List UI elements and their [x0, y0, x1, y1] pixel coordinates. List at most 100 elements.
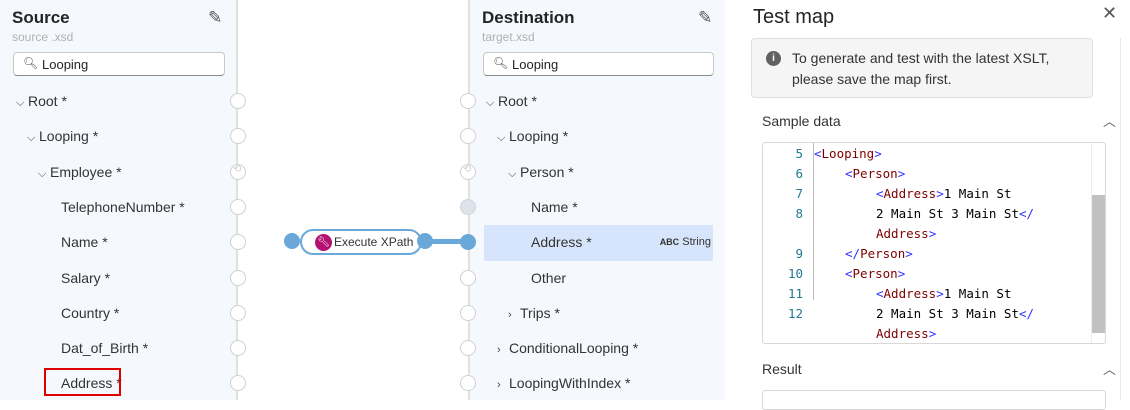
- code-line: <Person>: [845, 166, 906, 181]
- source-search-input[interactable]: 🔍︎Looping: [13, 52, 225, 76]
- connection-handle[interactable]: [230, 198, 246, 215]
- sample-data-editor[interactable]: 5678910111213 <Looping><Person><Address>…: [762, 142, 1106, 344]
- tree-item-label: LoopingWithIndex *: [509, 375, 631, 392]
- close-icon[interactable]: ✕: [1102, 3, 1118, 23]
- connection-handle[interactable]: [230, 234, 246, 251]
- connection-handle[interactable]: [230, 340, 246, 357]
- chevron-right-icon[interactable]: ›: [508, 308, 512, 321]
- tree-item[interactable]: ⌵Employee *: [38, 155, 122, 190]
- tree-item[interactable]: Other: [531, 261, 566, 296]
- destination-panel: Destination target.xsd ✎ 🔍︎Looping ⌵Root…: [460, 0, 725, 401]
- chevron-right-icon[interactable]: ›: [497, 379, 501, 392]
- line-number: 9: [795, 246, 803, 261]
- chevron-up-icon[interactable]: ︿: [1103, 114, 1117, 129]
- code-line: 2 Main St 3 Main St</: [876, 206, 1035, 221]
- tree-item-label: Salary *: [61, 269, 111, 286]
- connection-handle[interactable]: [460, 163, 476, 180]
- tree-item-label: ConditionalLooping *: [509, 340, 639, 357]
- tree-item[interactable]: Dat_of_Birth *: [61, 331, 148, 366]
- search-icon: 🔍︎: [493, 56, 509, 70]
- code-line: Address>: [876, 326, 937, 341]
- connection-handle[interactable]: [230, 304, 246, 321]
- sample-data-label[interactable]: Sample data: [762, 113, 841, 129]
- tree-item-label: Address *: [531, 234, 592, 251]
- tree-item[interactable]: Country *: [61, 296, 119, 331]
- function-input-handle[interactable]: [284, 233, 300, 249]
- tree-item[interactable]: Address *: [61, 366, 122, 401]
- destination-search-input[interactable]: 🔍︎Looping: [483, 52, 714, 76]
- chevron-up-icon[interactable]: ︿: [1103, 362, 1117, 377]
- tree-item-label: Dat_of_Birth *: [61, 340, 149, 357]
- tree-item[interactable]: TelephoneNumber *: [61, 190, 185, 225]
- connection-handle[interactable]: [460, 234, 476, 251]
- tree-item-label: Trips *: [520, 304, 560, 321]
- chevron-down-icon[interactable]: ⌵: [486, 97, 495, 109]
- line-number: 7: [795, 186, 803, 201]
- source-title: Source: [12, 8, 70, 27]
- result-label[interactable]: Result: [762, 361, 802, 377]
- connection-handle[interactable]: [230, 93, 246, 109]
- tree-item[interactable]: Salary *: [61, 261, 110, 296]
- connection-handle[interactable]: [460, 340, 476, 357]
- destination-file: target.xsd: [482, 30, 535, 44]
- function-output-handle[interactable]: [417, 233, 433, 249]
- tree-item[interactable]: ⌵Looping *: [497, 119, 568, 154]
- chevron-down-icon[interactable]: ⌵: [38, 167, 47, 180]
- code-line: <Person>: [845, 266, 906, 281]
- connection-handle[interactable]: [460, 375, 476, 392]
- tree-item-label: Person *: [520, 163, 574, 180]
- tree-item[interactable]: ⌵Looping *: [27, 119, 98, 154]
- destination-title: Destination: [482, 8, 575, 27]
- chevron-down-icon[interactable]: ⌵: [508, 167, 517, 180]
- edit-pencil-icon[interactable]: ✎: [208, 8, 223, 27]
- connection-handle[interactable]: [230, 128, 246, 145]
- type-badge: ABC String: [659, 236, 711, 249]
- connection-handle[interactable]: [460, 128, 476, 145]
- connection-handle[interactable]: [460, 269, 476, 286]
- connection-handle[interactable]: [230, 163, 246, 180]
- tree-item[interactable]: › Trips *: [508, 296, 560, 331]
- result-editor[interactable]: [762, 390, 1106, 410]
- execute-xpath-function[interactable]: 🔧︎Execute XPath: [300, 229, 422, 255]
- code-line: 2 Main St 3 Main St</: [876, 306, 1035, 321]
- tree-item[interactable]: ⌵Root *: [486, 84, 537, 119]
- connection-handle[interactable]: [460, 304, 476, 321]
- tree-item[interactable]: ⌵Person *: [508, 155, 574, 190]
- connection-handle[interactable]: [230, 269, 246, 286]
- connection-line: [425, 239, 469, 244]
- connection-handle[interactable]: [460, 198, 476, 215]
- line-number: 11: [787, 286, 803, 301]
- edit-pencil-icon[interactable]: ✎: [698, 8, 713, 27]
- connection-handle[interactable]: [460, 93, 476, 109]
- tree-item-label: Employee *: [50, 163, 122, 180]
- tree-item[interactable]: Address *: [531, 225, 592, 260]
- tree-item-label: Name *: [61, 234, 108, 251]
- source-panel: Source source .xsd ✎ 🔍︎Looping ⌵Root *⌵L…: [0, 0, 246, 401]
- editor-scrollbar[interactable]: [1091, 143, 1105, 343]
- tree-item-label: Looping *: [39, 128, 99, 145]
- tree-item-label: Root *: [498, 93, 537, 109]
- test-map-title: Test map: [753, 6, 835, 28]
- info-icon: i: [766, 51, 781, 66]
- highlight-box: [44, 368, 121, 396]
- connection-handle[interactable]: [230, 375, 246, 392]
- chevron-right-icon[interactable]: ›: [497, 344, 501, 357]
- tree-item[interactable]: ⌵Root *: [16, 84, 67, 119]
- tree-item[interactable]: Name *: [61, 225, 108, 260]
- tree-item-label: TelephoneNumber *: [61, 198, 185, 215]
- panel-scrollbar[interactable]: [1120, 38, 1121, 400]
- tree-item[interactable]: Name *: [531, 190, 578, 225]
- code-line: </Person>: [845, 246, 913, 261]
- chevron-down-icon[interactable]: ⌵: [16, 97, 25, 109]
- tree-item-label: Address *: [61, 375, 122, 392]
- tree-item[interactable]: › ConditionalLooping *: [497, 331, 638, 366]
- line-number: 10: [787, 266, 803, 281]
- chevron-down-icon[interactable]: ⌵: [497, 132, 506, 145]
- search-icon: 🔍︎: [23, 56, 39, 70]
- tree-item[interactable]: › LoopingWithIndex *: [497, 366, 630, 401]
- chevron-down-icon[interactable]: ⌵: [27, 132, 36, 145]
- line-number: 8: [795, 206, 803, 221]
- source-file: source .xsd: [12, 30, 74, 44]
